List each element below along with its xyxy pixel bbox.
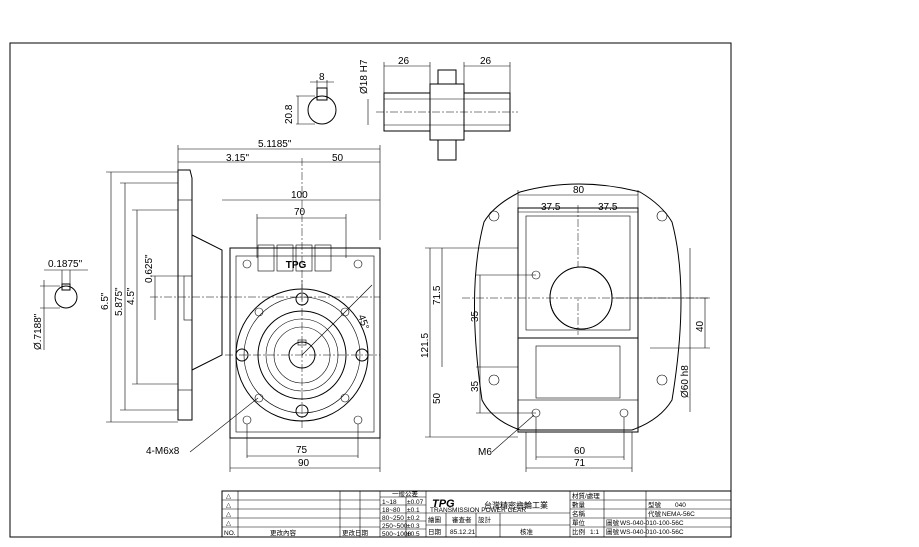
- tol-range-5: 500~1000: [382, 531, 411, 538]
- tol-range-1: 1~18: [382, 499, 397, 506]
- tol-value-1: ±0.07: [407, 499, 424, 506]
- rev-no-label: NO.: [224, 530, 236, 537]
- rev-symbol-4: △: [226, 520, 232, 527]
- coupling-right-length: 26: [480, 56, 492, 67]
- pilot-diameter-label: 4.5": [126, 287, 137, 305]
- shaft-key-width-label: 8: [319, 72, 325, 83]
- overall-width-label: 5.1185": [258, 139, 292, 150]
- company-logo-sub: TRANSMISSION POWER GEAR: [430, 507, 526, 514]
- date-label: 日期: [428, 528, 442, 536]
- quantity-label: 數量: [572, 500, 586, 509]
- spec-value: NEMA-56C: [662, 511, 695, 518]
- flange-to-center-mm: 50: [332, 153, 344, 164]
- coupling-view: 26 26 Ø18 H7: [359, 56, 518, 161]
- rev-date-label: 更改日期: [342, 528, 369, 537]
- tol-value-4: ±0.3: [407, 523, 420, 530]
- name-label: 名稱: [572, 509, 586, 518]
- part-no-label: 圖號: [606, 518, 620, 527]
- design-label-2: 審查者: [452, 515, 472, 524]
- output-diameter-label: Ø60 h8: [680, 365, 691, 398]
- tol-range-2: 18~80: [382, 507, 401, 514]
- base-width-label: 90: [298, 458, 310, 469]
- coupling-left-length: 26: [398, 56, 410, 67]
- input-bore-label: Ø.7188": [33, 313, 44, 350]
- tol-value-3: ±0.2: [407, 515, 420, 522]
- side-base-width: 71: [574, 458, 586, 469]
- design-label-1: 繪圖: [428, 515, 441, 524]
- design-label-3: 設計: [478, 515, 492, 524]
- spec-label: 代號: [648, 509, 662, 518]
- bolt-label: 4-M6x8: [146, 446, 180, 457]
- side-half-left: 37.5: [541, 202, 561, 213]
- scale-value: 1:1: [590, 529, 599, 536]
- input-key-offset-label: 0.625": [144, 254, 155, 283]
- shaft-section-view: 8 20.8: [284, 72, 337, 125]
- title-block: △ △ △ △ NO. 更改內容 更改日期 一般公差 1~18 ±0.07 18…: [221, 489, 732, 538]
- scale-label: 比例: [572, 527, 585, 536]
- rev-symbol-1: △: [226, 493, 232, 500]
- rev-content-label: 更改內容: [270, 528, 297, 537]
- side-width-label: 80: [573, 185, 585, 196]
- side-upper: 35: [470, 310, 481, 322]
- side-height: 71.5: [432, 285, 443, 305]
- side-bolt-spacing: 60: [574, 446, 586, 457]
- company-logo: TPG: [432, 498, 455, 510]
- material-label: 材質/處理: [572, 491, 600, 500]
- side-half-right: 37.5: [598, 202, 618, 213]
- date-value: 85.12.21: [450, 529, 476, 536]
- side-base: 50: [432, 392, 443, 404]
- product-label: 型號: [648, 500, 662, 509]
- coupling-bore-label: Ø18 H7: [359, 59, 370, 94]
- angle-label: 45°: [355, 313, 371, 331]
- body-width-label: 100: [291, 190, 308, 201]
- tolerance-title: 一般公差: [392, 489, 419, 498]
- side-lower: 35: [470, 380, 481, 392]
- front-view: 5.1185" 3.15" 50 100 70 TPG: [33, 139, 381, 472]
- flange-height-label: 6.5": [100, 292, 111, 310]
- rev-symbol-3: △: [226, 511, 232, 518]
- unit-label: 單位: [572, 518, 586, 527]
- tol-value-5: ±0.5: [407, 531, 420, 538]
- tol-range-3: 80~250: [382, 515, 404, 522]
- output-offset-label: 40: [695, 320, 706, 332]
- side-view: 80 37.5 37.5 121.5 71.5 35 35 50: [420, 183, 710, 472]
- tol-value-2: ±0.1: [407, 507, 420, 514]
- shaft-key-depth-label: 20.8: [284, 104, 295, 124]
- tol-range-4: 250~500: [382, 523, 408, 530]
- side-total-height: 121.5: [420, 333, 431, 358]
- top-bolt-spacing-label: 70: [294, 207, 306, 218]
- drawing-no-label: 圖號: [606, 527, 620, 536]
- drawing-no: WS-040-010-100-56C: [620, 529, 684, 536]
- part-no: WS-040-010-100-56C: [620, 520, 684, 527]
- approve-label: 核准: [520, 527, 534, 536]
- bolt-circle-label: 5.875": [114, 287, 125, 316]
- rev-symbol-2: △: [226, 502, 232, 509]
- flange-to-center-in: 3.15": [226, 153, 249, 164]
- product-value: 040: [675, 502, 686, 509]
- body-logo: TPG: [286, 260, 307, 271]
- side-bolt-label: M6: [478, 447, 492, 458]
- company-name: 台灣精密齒輪工業: [484, 500, 548, 510]
- base-bolt-spacing-label: 75: [296, 445, 308, 456]
- input-key-width-label: 0.1875": [48, 259, 83, 270]
